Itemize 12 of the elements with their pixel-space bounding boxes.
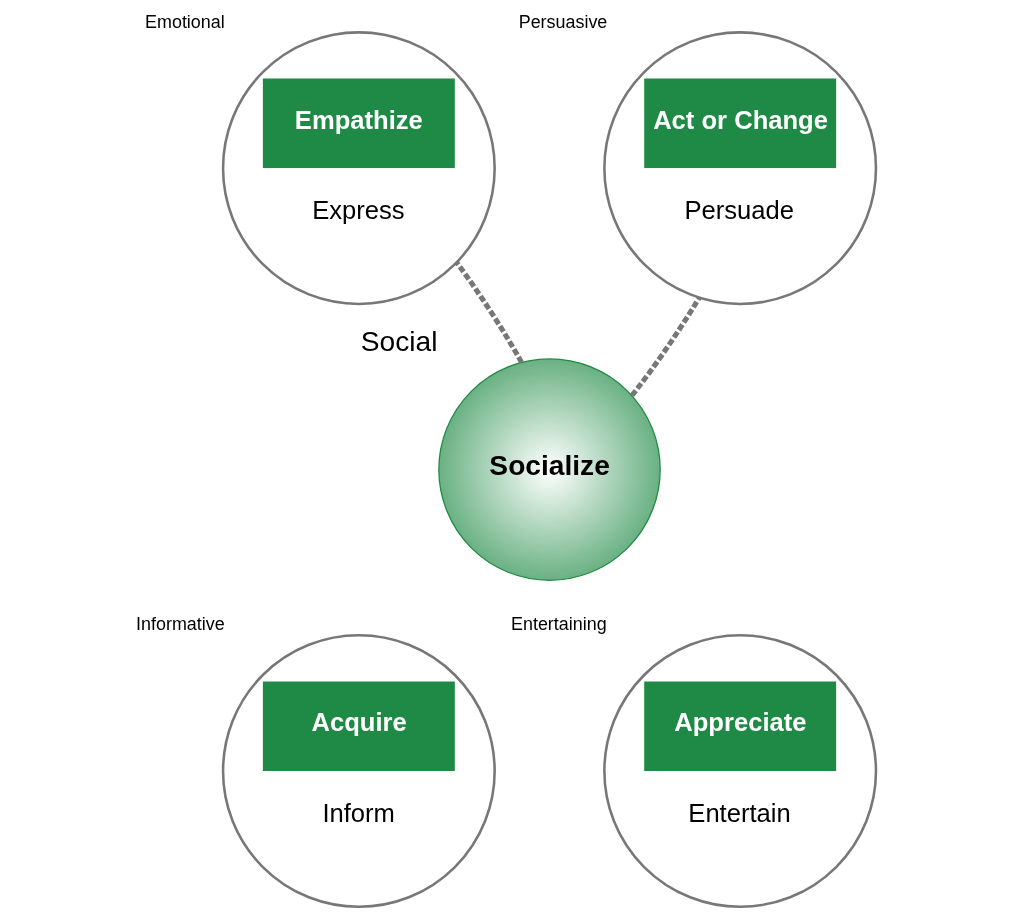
node-label: Entertaining: [510, 614, 607, 635]
node-circle: Empathize Express: [221, 31, 496, 306]
node-label: Emotional: [144, 11, 225, 32]
node-label: Persuasive: [518, 11, 607, 32]
node-circle: Act or Change Persuade: [602, 31, 877, 306]
node-label: Informative: [135, 614, 225, 635]
connector: [629, 296, 701, 398]
node-circle: Socialize: [437, 358, 661, 581]
node-label: Social: [360, 325, 437, 357]
node-circle: Acquire Inform: [221, 633, 496, 909]
node-circle: Appreciate Entertain: [602, 633, 877, 909]
connector: [454, 260, 524, 364]
